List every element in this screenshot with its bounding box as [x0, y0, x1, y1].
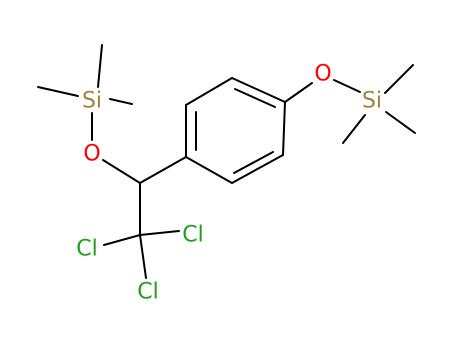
atom-si-left: Si — [82, 89, 102, 114]
bond-si-right-methyl-top — [384, 64, 414, 94]
bond-si-left-methyl-right — [109, 98, 133, 105]
ring-bond-2 — [185, 77, 233, 106]
atom-si-right: Si — [362, 89, 382, 114]
ring-double-bond-inner-3 — [233, 151, 274, 174]
atom-cl-left: Cl — [76, 237, 97, 262]
bond-o-right-si-right — [333, 79, 361, 93]
atom-cl-bottom: Cl — [137, 280, 158, 305]
bond-ch-ring — [139, 156, 187, 184]
bond-ring-o-right — [284, 82, 313, 103]
ring-bond-3 — [231, 77, 286, 103]
bond-si-left-methyl-top — [97, 44, 103, 88]
bond-ccl3-cl-left — [103, 234, 141, 246]
ring-bond-6 — [185, 156, 233, 184]
ring-bond-5 — [231, 154, 284, 184]
bond-si-left-methyl-left — [37, 86, 79, 97]
bond-ccl3-cl-bottom — [139, 234, 147, 279]
ring-bond-4 — [282, 101, 286, 156]
bond-si-right-methyl-right — [385, 111, 416, 134]
bond-o-left-ch — [102, 159, 141, 184]
atom-cl-right: Cl — [182, 223, 203, 248]
atom-o-left: O — [83, 142, 100, 167]
bond-si-right-methyl-bottom — [342, 114, 366, 144]
bond-ccl3-cl-right — [139, 230, 180, 236]
atom-o-right: O — [314, 62, 331, 87]
ring-double-bond-inner-2 — [234, 88, 276, 108]
